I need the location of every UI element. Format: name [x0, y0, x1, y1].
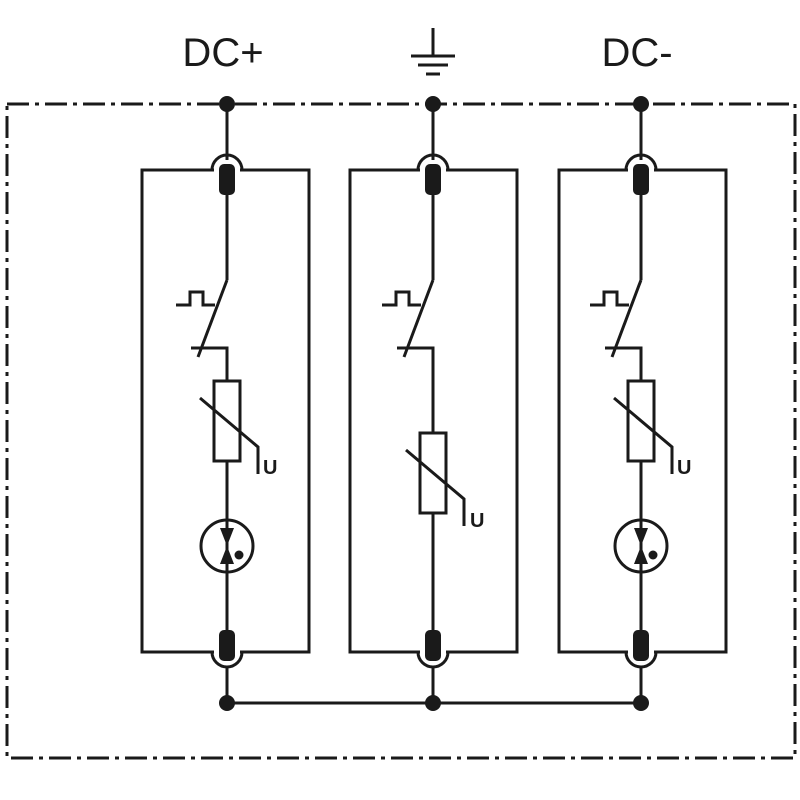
top-socket-arc-2	[416, 153, 450, 171]
gdt-triangle-bottom-1	[220, 546, 234, 564]
terminal-label-dc-minus: DC-	[601, 31, 673, 75]
varistor-label-1: U	[263, 457, 278, 479]
varistor-label-2: U	[470, 510, 485, 532]
gdt-triangle-bottom-3	[634, 546, 648, 564]
bottom-socket-arc-1	[210, 651, 244, 669]
terminal-label-dc-plus: DC+	[182, 31, 264, 75]
bottom-socket-arc-2	[416, 651, 450, 669]
switch-contact-2	[397, 346, 435, 433]
varistor-label-3: U	[677, 457, 692, 479]
gdt-gas-dot-3	[648, 550, 658, 560]
top-terminal-dot-1	[219, 96, 235, 112]
top-terminal-dot-2	[425, 96, 441, 112]
varistor-slash-1	[199, 396, 260, 474]
top-plug-1	[219, 164, 235, 195]
switch-contact-1	[191, 346, 229, 381]
varistor-slash-3	[613, 396, 674, 474]
bottom-plug-2	[425, 630, 441, 661]
top-socket-arc-3	[624, 153, 658, 171]
gdt-gas-dot-1	[234, 550, 244, 560]
bottom-plug-1	[219, 630, 235, 661]
switch-blade-1	[196, 279, 229, 358]
top-plug-2	[425, 164, 441, 195]
gdt-triangle-top-1	[220, 528, 234, 546]
gdt-triangle-top-3	[634, 528, 648, 546]
switch-contact-3	[605, 346, 643, 381]
varistor-slash-2	[405, 448, 466, 526]
bottom-socket-arc-3	[624, 651, 658, 669]
bottom-plug-3	[633, 630, 649, 661]
switch-blade-2	[402, 279, 435, 358]
thermal-trip-icon-2	[382, 290, 421, 307]
top-socket-arc-1	[210, 153, 244, 171]
switch-blade-3	[610, 279, 643, 358]
enclosure-border	[5, 102, 797, 760]
thermal-trip-icon-1	[176, 290, 215, 307]
thermal-trip-icon-3	[590, 290, 629, 307]
top-terminal-dot-3	[633, 96, 649, 112]
top-plug-3	[633, 164, 649, 195]
